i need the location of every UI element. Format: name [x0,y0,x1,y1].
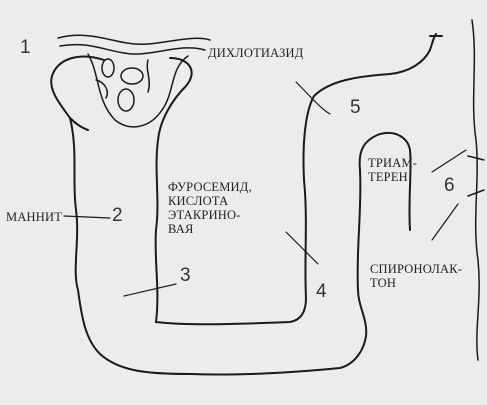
label-furosemide-ethacrynic: ФУРОСЕМИД, КИСЛОТА ЭТАКРИНО- ВАЯ [168,180,252,236]
label-furosemide-line-1: ФУРОСЕМИД, [168,180,252,194]
label-mannitol: МАННИТ [6,210,62,224]
label-triamterene-line-2: ТЕРЕН [368,170,417,184]
segment-6-number: 6 [444,176,455,196]
pointer-segment-3 [124,284,176,296]
label-spironolactone: СПИРОНОЛАК- ТОН [370,262,462,290]
label-spironolactone-line-2: ТОН [370,276,462,290]
segment-1-number: 1 [20,38,31,58]
label-dichlothiazide: ДИХЛОТИАЗИД [208,46,303,60]
segment-3-number: 3 [180,266,191,286]
pointer-mannitol [64,216,110,218]
label-triamterene-line-1: ТРИАМ- [368,156,417,170]
label-spironolactone-line-1: СПИРОНОЛАК- [370,262,462,276]
label-triamterene: ТРИАМ- ТЕРЕН [368,156,417,184]
segment-2-number: 2 [112,206,123,226]
label-furosemide-line-3: ЭТАКРИНО- [168,208,252,222]
glomerulus [58,35,210,127]
label-furosemide-line-2: КИСЛОТА [168,194,252,208]
collecting-duct [472,20,479,360]
pointer-triamterene [432,150,466,172]
pointer-segment-4 [286,232,318,264]
segment-4-number: 4 [316,282,327,302]
segment-5-number: 5 [350,98,361,118]
pointer-spironolactone [432,204,458,240]
label-furosemide-line-4: ВАЯ [168,222,252,236]
